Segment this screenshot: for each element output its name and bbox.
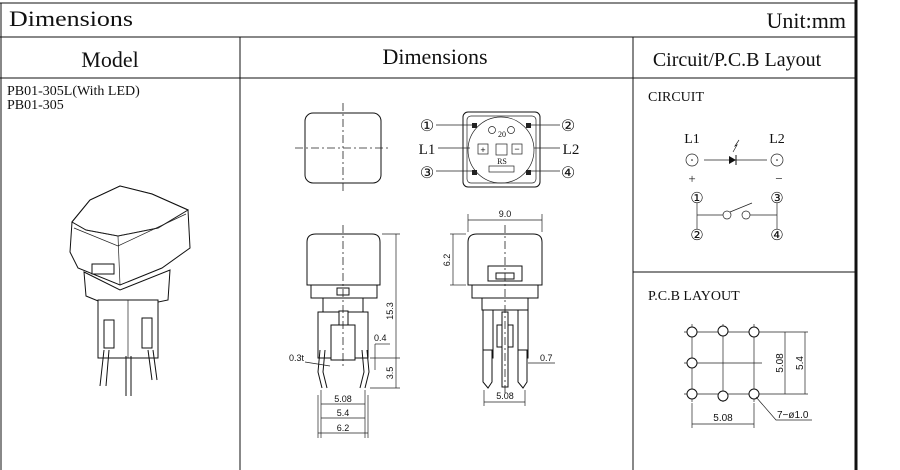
pcb-title: P.C.B LAYOUT bbox=[648, 289, 740, 304]
circuit-diagram bbox=[685, 139, 784, 229]
dim-pitch: 5.08 bbox=[334, 394, 352, 404]
dim-pin-length: 3.5 bbox=[385, 367, 395, 380]
led-label-l2: L2 bbox=[563, 142, 580, 158]
switch-3d-illustration bbox=[69, 185, 191, 396]
code-mark: 20 bbox=[498, 130, 506, 139]
model-name: PB01-305 bbox=[7, 98, 64, 113]
column-header-dimensions: Dimensions bbox=[382, 44, 487, 69]
side-view bbox=[450, 214, 555, 406]
dim-pin-width: 0.7 bbox=[540, 353, 553, 363]
dim-side-pitch: 5.08 bbox=[496, 391, 514, 401]
pin-label-3: ③ bbox=[420, 165, 434, 182]
circuit-title: CIRCUIT bbox=[648, 90, 704, 105]
pcb-pitch-horizontal: 5.08 bbox=[713, 413, 733, 424]
circuit-pin-1: ① bbox=[690, 191, 703, 207]
dim-side-width: 9.0 bbox=[499, 209, 512, 219]
column-header-model: Model bbox=[81, 47, 138, 72]
plus-mark: + bbox=[480, 145, 485, 155]
pin-label-1: ① bbox=[420, 118, 434, 135]
pcb-hole-spec: 7−ø1.0 bbox=[777, 410, 809, 421]
dim-height: 15.3 bbox=[385, 302, 395, 320]
minus-mark: − bbox=[514, 144, 519, 154]
led-label-l1: L1 bbox=[419, 142, 436, 158]
dim-inner-width: 5.4 bbox=[337, 408, 350, 418]
front-view bbox=[304, 225, 400, 438]
dim-outer-width: 6.2 bbox=[337, 423, 350, 433]
page-title: Dimensions bbox=[9, 6, 133, 31]
unit-label: Unit:mm bbox=[767, 8, 846, 33]
rs-mark: RS bbox=[497, 157, 507, 166]
model-name: PB01-305L(With LED) bbox=[7, 84, 140, 99]
pcb-pitch-vertical: 5.08 bbox=[775, 353, 786, 373]
circuit-pin-2: ② bbox=[690, 228, 703, 244]
column-header-circuit: Circuit/P.C.B Layout bbox=[653, 49, 822, 71]
led-diode-icon bbox=[729, 156, 736, 164]
pcb-layout-diagram bbox=[684, 324, 812, 428]
circuit-minus: − bbox=[775, 171, 782, 186]
pin-label-4: ④ bbox=[561, 165, 575, 182]
pin-label-2: ② bbox=[561, 118, 575, 135]
circuit-pin-4: ④ bbox=[770, 228, 783, 244]
circuit-l2: L2 bbox=[769, 132, 785, 147]
circuit-l1: L1 bbox=[684, 132, 700, 147]
pcb-span-vertical: 5.4 bbox=[795, 356, 806, 370]
table-frame bbox=[0, 0, 858, 470]
circuit-pin-3: ③ bbox=[770, 191, 783, 207]
top-view-base: + − 20 RS bbox=[436, 111, 560, 188]
circuit-plus: + bbox=[688, 171, 695, 186]
dim-cap-height: 6.2 bbox=[442, 254, 452, 267]
top-view-cap bbox=[295, 103, 390, 193]
dim-pin-offset: 0.4 bbox=[374, 333, 387, 343]
dim-pin-thickness: 0.3t bbox=[289, 353, 305, 363]
